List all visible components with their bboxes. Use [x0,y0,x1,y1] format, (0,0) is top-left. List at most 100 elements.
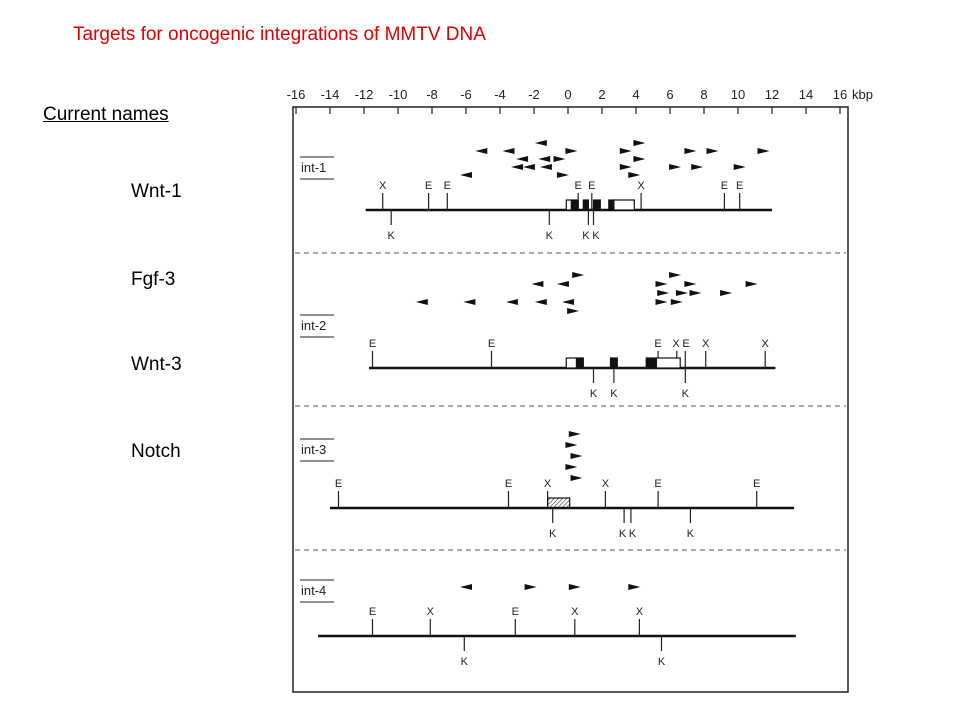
slide-title: Targets for oncogenic integrations of MM… [73,24,486,45]
restriction-site-label: E [682,338,689,350]
exon-box [565,357,578,369]
exon-box [608,199,615,211]
integration-arrow-right [556,172,569,178]
restriction-site-label: X [672,338,680,350]
locus-label: int-2 [301,318,326,333]
exon-box [645,357,658,369]
restriction-site-label: X [702,338,710,350]
integration-arrow-left [516,156,529,162]
integration-arrow-left [502,148,515,154]
gene-name-notch: Notch [131,441,181,462]
axis-tick-label: -6 [460,87,472,102]
integration-arrow-right [633,140,646,146]
restriction-site-label: E [575,180,582,192]
integration-arrow-right [572,272,585,278]
integration-arrow-left [463,299,476,305]
restriction-site-label: E [753,478,760,490]
integration-arrow-left [534,299,547,305]
integration-arrow-right [570,475,583,481]
integration-arrow-right [628,584,641,590]
axis-tick-label: 14 [799,87,813,102]
restriction-site-label: E [369,338,376,350]
integration-arrow-right [619,164,632,170]
exon-box [565,199,572,211]
restriction-site-label: E [736,180,743,192]
integration-arrow-right [565,442,578,448]
restriction-site-label: E [588,180,595,192]
integration-arrow-left [539,164,552,170]
integration-arrow-left [511,164,523,170]
restriction-site-label: E [488,338,495,350]
integration-arrow-right [670,299,683,305]
integration-arrow-left [505,299,518,305]
restriction-site-label: X [427,606,435,618]
integration-arrow-left [562,299,574,305]
exon-box [546,497,571,509]
axis-tick-label: 6 [666,87,673,102]
restriction-site-label: E [505,478,512,490]
axis-tick-label: -10 [389,87,408,102]
restriction-site-label: K [582,230,590,242]
exon-box [592,199,601,211]
restriction-site-label: K [549,528,557,540]
restriction-site-label: K [610,388,618,400]
axis-tick-label: -14 [321,87,340,102]
integration-arrow-right [553,156,566,162]
restriction-site-label: K [592,230,600,242]
exon-box [613,199,635,211]
integration-arrow-left [556,281,569,287]
axis-tick-label: 12 [765,87,779,102]
restriction-site-label: X [637,180,645,192]
restriction-site-label: K [629,528,637,540]
axis-tick-label: -8 [426,87,438,102]
gene-name-wnt1: Wnt-1 [131,181,182,202]
restriction-site-label: K [658,656,666,668]
integration-arrow-left [460,172,472,178]
restriction-site-label: X [636,606,644,618]
integration-arrow-right [655,281,668,287]
axis-tick-label: -12 [355,87,374,102]
axis-tick-label: 8 [700,87,707,102]
restriction-site-label: K [461,656,469,668]
integration-arrow-right [689,290,702,296]
integration-arrow-right [619,148,632,154]
locus-label: int-3 [301,442,326,457]
restriction-site-label: K [388,230,396,242]
integration-arrow-right [669,272,682,278]
axis-tick-label: -4 [494,87,506,102]
integration-arrow-left [475,148,488,154]
integration-arrow-right [628,172,641,178]
integration-arrow-right [733,164,746,170]
integration-arrow-left [531,281,544,287]
integration-arrow-right [684,148,697,154]
integration-arrow-right [745,281,758,287]
restriction-site-label: E [721,180,728,192]
integration-arrow-right [757,148,770,154]
integration-arrow-left [415,299,428,305]
restriction-site-label: E [444,180,451,192]
restriction-site-label: K [687,528,695,540]
current-names-header: Current names [43,104,169,125]
restriction-site-label: X [379,180,387,192]
exon-box [570,199,579,211]
gene-name-wnt3: Wnt-3 [131,354,182,375]
integration-arrow-right [565,464,578,470]
integration-arrow-right [691,164,704,170]
integration-arrow-right [657,290,670,296]
integration-arrow-right [568,431,581,437]
restriction-site-label: E [654,338,661,350]
restriction-site-label: X [571,606,579,618]
integration-arrow-left [460,584,472,590]
restriction-site-label: K [619,528,627,540]
exon-box [582,199,589,211]
locus-label: int-1 [301,160,326,175]
axis-tick-label: 2 [598,87,605,102]
restriction-site-label: E [335,478,342,490]
restriction-site-label: K [590,388,598,400]
integration-arrow-left [538,156,551,162]
